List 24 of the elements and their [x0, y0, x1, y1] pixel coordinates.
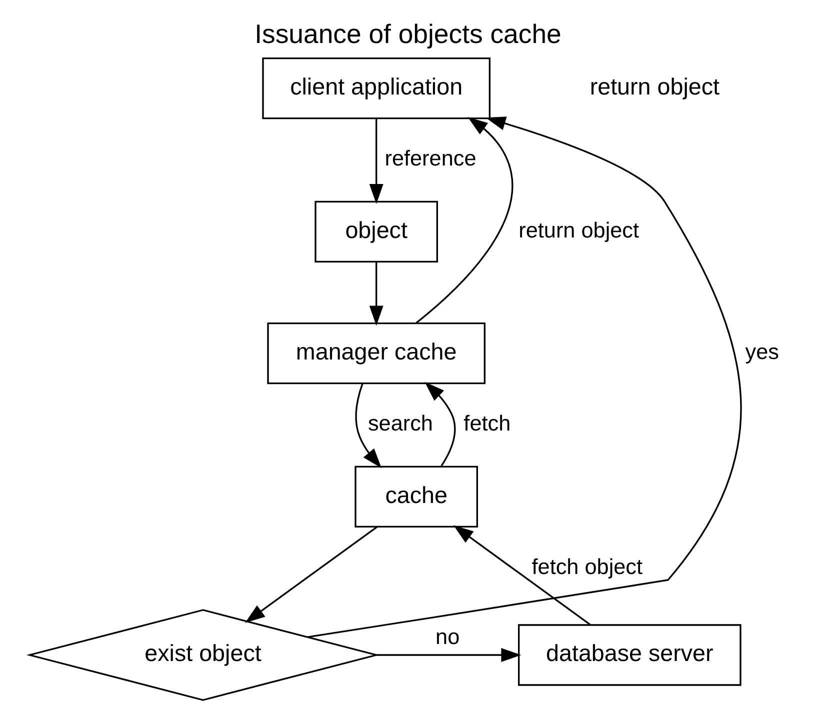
node-box: cache — [354, 466, 478, 528]
arrow — [376, 648, 521, 662]
node-box: object — [314, 200, 438, 262]
arrow — [354, 383, 382, 468]
arrow — [452, 525, 590, 626]
node-box: client application — [262, 58, 490, 120]
arrow — [414, 117, 512, 324]
edge-label: no — [435, 624, 460, 649]
arrow — [244, 526, 378, 623]
arrow — [368, 262, 383, 326]
diagram-title: Issuance of objects cache — [254, 19, 561, 49]
edge-label: fetch object — [531, 554, 642, 579]
label: return object — [589, 74, 720, 100]
edge-label: reference — [384, 146, 476, 171]
edge-label: search — [367, 410, 433, 436]
arrow — [424, 382, 456, 466]
arrow — [368, 119, 383, 204]
edge-label: fetch — [463, 410, 510, 436]
node-box: database server — [518, 624, 741, 686]
edge-label: return object — [518, 217, 639, 242]
edge-label: yes — [744, 339, 779, 364]
node-diamond: exist object — [26, 609, 380, 701]
arrow — [307, 116, 741, 638]
node-box: manager cache — [266, 322, 485, 384]
